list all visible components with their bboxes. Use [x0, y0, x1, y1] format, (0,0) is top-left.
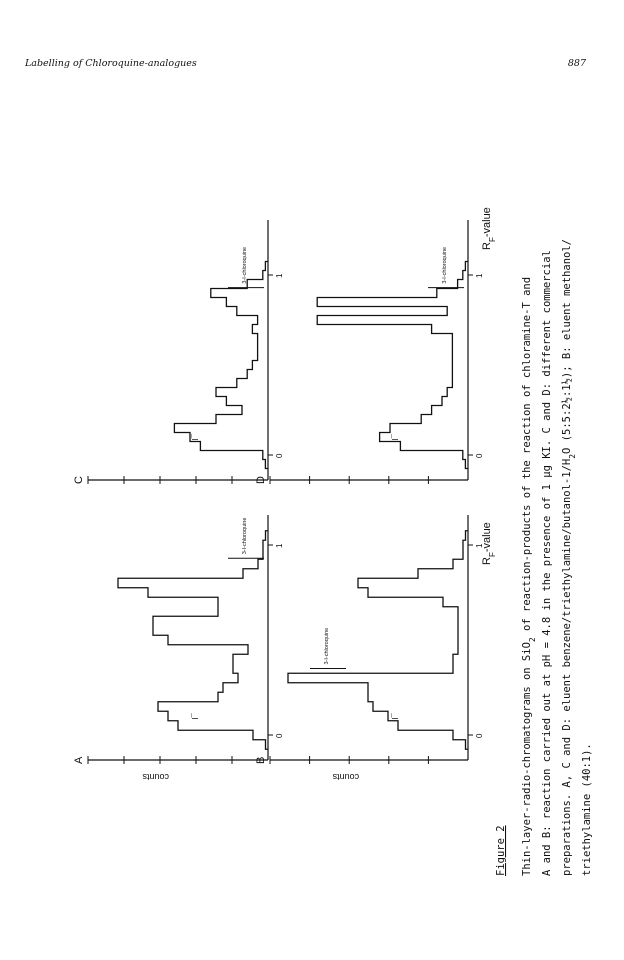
chromatogram-trace: [287, 530, 468, 750]
counts-label: counts: [142, 772, 169, 782]
chromatogram-trace: [173, 260, 268, 470]
chloroquine-marker-label: 3-I-chloroquine: [242, 247, 248, 284]
panel-letter: D: [255, 476, 267, 484]
rf-tick-label-0: 0: [275, 733, 284, 738]
counts-label: counts: [332, 772, 359, 782]
chloroquine-marker-label: 3-I-chloroquine: [442, 247, 448, 284]
chloroquine-marker-label: 3-I-chloroquine: [242, 518, 248, 555]
rf-tick-label-0: 0: [475, 733, 484, 738]
caption-label: Figure 2: [495, 825, 507, 876]
iodide-annotation: I¯: [191, 433, 200, 440]
page-number: 887: [567, 58, 586, 69]
running-title: Labelling of Chloroquine-analogues: [25, 58, 197, 69]
rf-tick-label-1: 1: [275, 543, 284, 548]
caption-line-2: A and B: reaction carried out at pH = 4.…: [541, 250, 553, 876]
figure-caption: Figure 2 Thin-layer-radio-chromatograms …: [495, 239, 593, 876]
rf-tick-label-0: 0: [475, 453, 484, 458]
panel-letter: C: [73, 476, 85, 484]
caption-line-1: Thin-layer-radio-chromatograms on SiO2 o…: [521, 277, 537, 876]
caption-line-3: preparations. A, C and D: eluent benzene…: [561, 239, 577, 876]
panel-letter: A: [73, 756, 85, 764]
chromatogram-trace: [117, 530, 268, 750]
panel-d: 0 1D I¯ 3-I-chloroquine: [255, 220, 484, 484]
rf-tick-label-1: 1: [475, 273, 484, 278]
iodide-annotation: I¯: [391, 713, 400, 720]
rf-tick-label-1: 1: [275, 273, 284, 278]
rf-value-label-left: RF-value: [481, 522, 497, 565]
chloroquine-marker-label: 3-I-chloroquine: [324, 628, 330, 665]
rf-tick-label-1: 1: [475, 543, 484, 548]
panel-letter: B: [255, 757, 267, 764]
iodide-annotation: I¯: [391, 433, 400, 440]
caption-line-4: triethylamine (40:1).: [581, 743, 593, 876]
panel-c: 0 1C I¯ 3-I-chloroquine: [73, 220, 284, 484]
iodide-annotation: I¯: [191, 713, 200, 720]
rf-tick-label-0: 0: [275, 453, 284, 458]
rf-value-label-right: RF-value: [481, 207, 497, 250]
chromatogram-trace: [316, 260, 468, 470]
